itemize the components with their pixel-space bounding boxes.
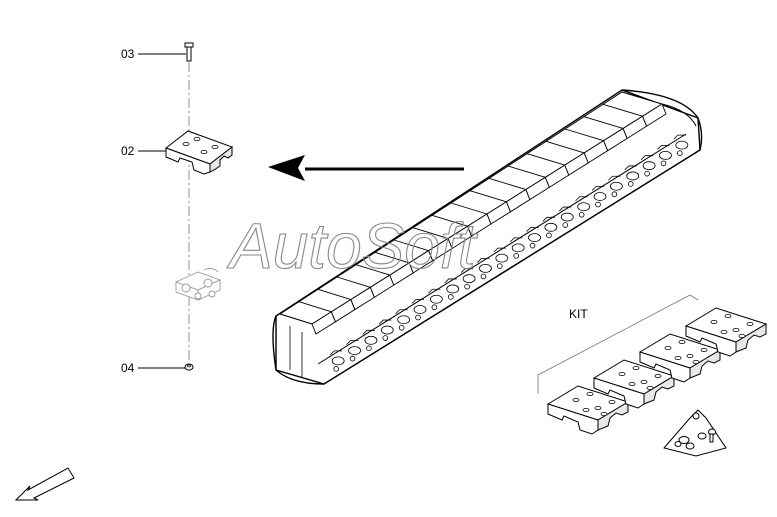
kit-track-pad [546,385,630,435]
chain-link [413,305,427,314]
chain-link [675,140,689,150]
chain-link [364,335,378,345]
watermark: AutoSoft [226,210,478,282]
track-pad-edge [450,202,488,215]
chain-link [577,202,591,212]
track-pad-icon [164,130,234,175]
chain-link [659,151,672,160]
track-pad-edge [336,276,371,288]
nut-icon [184,363,194,371]
track-pad-edge [488,177,527,190]
chain-link [331,356,345,366]
chain-link [511,243,525,253]
track-pad-edge [393,239,429,252]
callout-04-label: 04 [121,361,135,375]
chain-link [593,192,607,201]
chain-link [348,346,361,355]
direction-arrow-icon [268,155,464,181]
track-pad-edge [298,301,332,313]
track-pad-edge [412,227,449,239]
chain-link-ghost [174,267,222,301]
chain-pin [464,283,470,290]
chain-link [626,171,640,181]
bolt-icon [184,42,194,62]
callout-02-label: 02 [121,144,135,158]
track-pad-edge [583,116,624,129]
orientation-arrow-icon [14,467,75,501]
chain-link [479,264,492,273]
track-assembly [272,89,703,385]
callout-02: 02 [121,144,170,158]
track-pad-edge [526,153,565,166]
kit-label: KIT [569,307,588,321]
callout-04: 04 [121,361,185,375]
track-pad-side [641,103,667,127]
chain-link [380,325,394,335]
chain-link [560,212,574,222]
chain-pin [513,253,519,259]
chain-pin [382,335,389,341]
chain-link [462,274,476,284]
hardware-bag-icon [663,409,727,457]
track-pad-edge [507,165,546,178]
chain-pin [627,181,634,187]
track-pad-edge [621,91,663,105]
chain-link [609,181,623,191]
callout-03: 03 [121,47,186,61]
track-pad-edge [317,288,352,300]
chain-pin [497,263,503,269]
chain-link [528,233,541,242]
chain-link [446,284,460,294]
chain-pin [349,355,356,362]
chain-link [495,253,509,263]
chain-pin [447,294,454,300]
track-pad-edge [602,103,643,117]
chain-pin [366,345,372,352]
chain-pin [595,201,601,208]
callout-03-label: 03 [121,47,135,61]
chain-pin [529,242,536,249]
chain-pin [398,324,405,331]
track-pad-edge [431,214,468,227]
chain-pin [562,222,569,228]
track-pad-edge [355,264,390,276]
chain-link [544,222,558,232]
kit-track-pad [592,359,676,409]
track-pad-edge [564,128,604,142]
chain-pin [546,232,552,239]
chain-pin [333,366,339,372]
chain-pin [611,191,618,198]
chain-pin [578,211,585,218]
track-pad-edge [374,251,410,264]
chain-plate [657,145,670,150]
track-pad-edge [469,190,507,203]
kit-group: KIT [537,294,768,457]
chain-plate [673,134,686,140]
chain-pin [660,160,667,167]
chain-pin [677,150,683,156]
chain-pin [415,314,421,321]
track-pad-edge [279,313,313,325]
chain-link [397,315,411,325]
kit-track-pad [684,307,768,357]
chain-pin [431,304,438,311]
chain-pin [644,170,650,177]
track-pad-edge [545,140,585,154]
chain-pin [480,273,487,280]
chain-link [642,161,656,171]
chain-link [429,294,443,304]
